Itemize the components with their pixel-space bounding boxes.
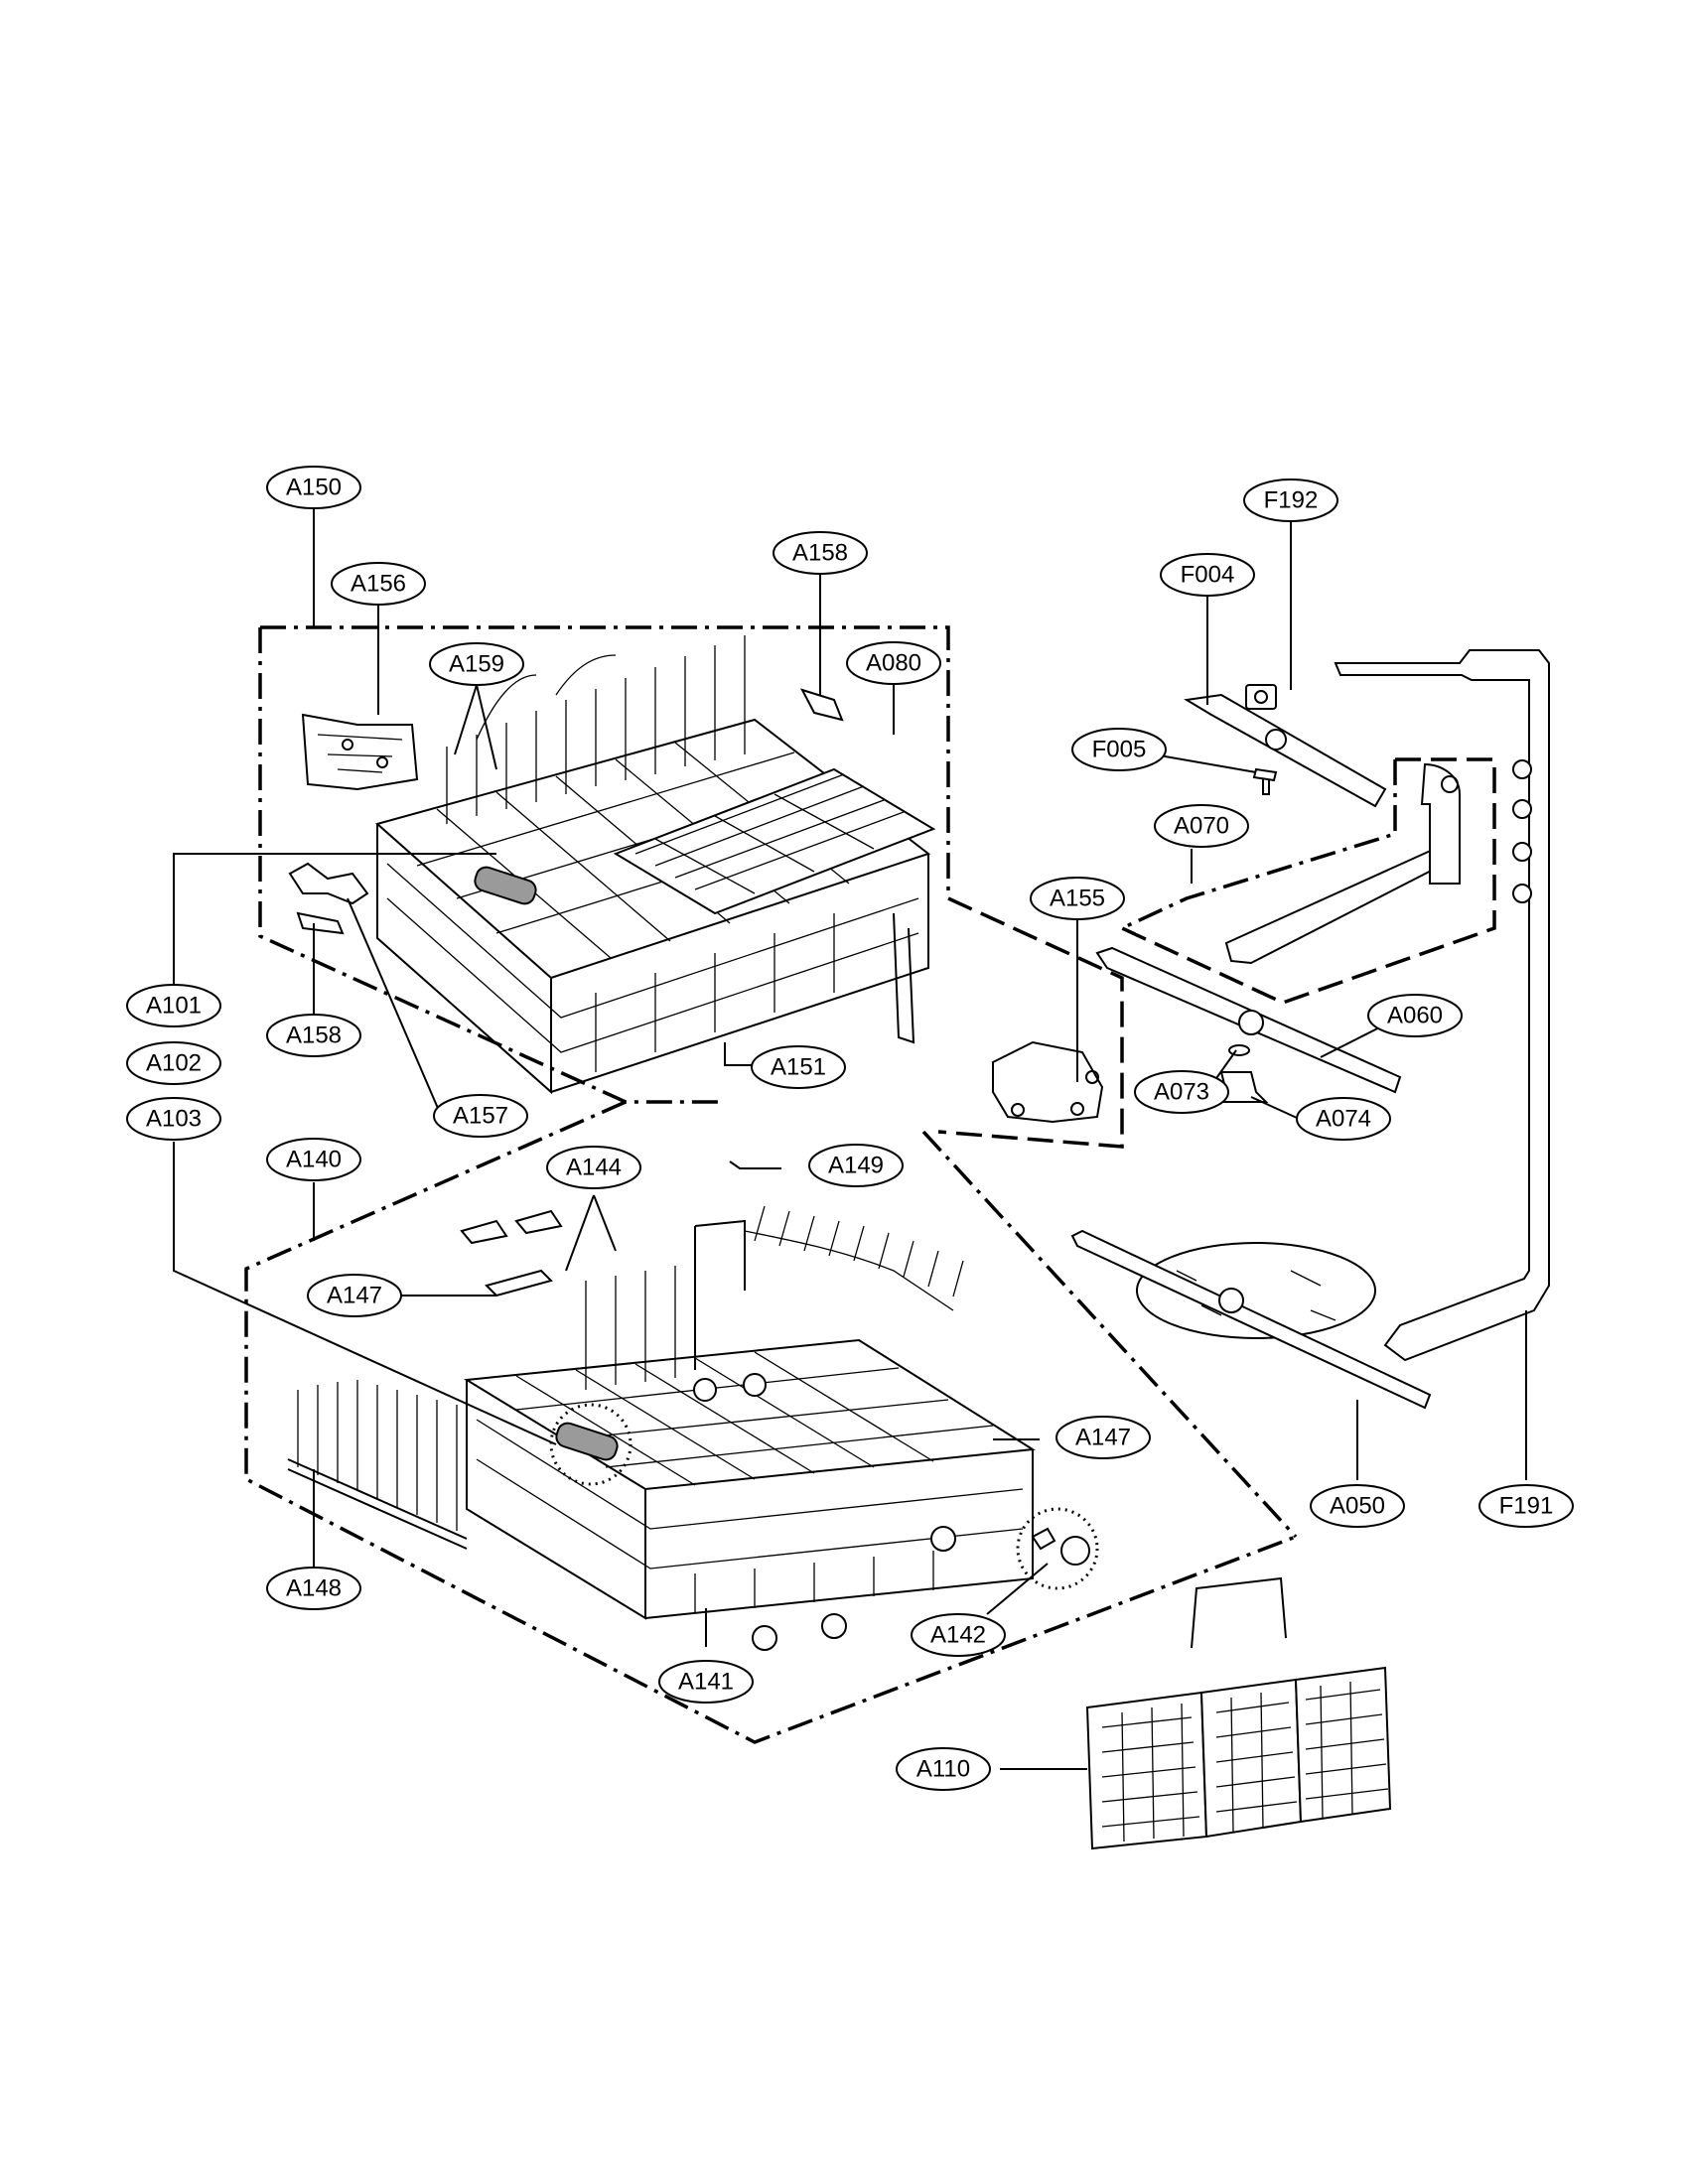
- svg-text:A080: A080: [866, 650, 921, 677]
- label-f004: F004: [1160, 553, 1255, 597]
- leader-lines: [173, 508, 1527, 1770]
- label-a060: A060: [1367, 994, 1463, 1037]
- label-a050: A050: [1310, 1484, 1405, 1528]
- svg-text:A159: A159: [449, 651, 504, 678]
- svg-text:A156: A156: [351, 571, 406, 598]
- svg-text:A149: A149: [828, 1153, 884, 1179]
- label-a073: A073: [1134, 1070, 1229, 1114]
- nozzle-f192: [1245, 684, 1277, 710]
- label-a110: A110: [896, 1747, 991, 1791]
- label-a149: A149: [808, 1144, 904, 1187]
- svg-text:A060: A060: [1387, 1003, 1443, 1029]
- upper-rack: [374, 635, 936, 1095]
- label-a080: A080: [846, 641, 941, 685]
- label-a147-left: A147: [307, 1274, 402, 1317]
- label-a101: A101: [126, 984, 221, 1027]
- svg-text:A147: A147: [327, 1283, 382, 1309]
- svg-text:A073: A073: [1154, 1079, 1209, 1106]
- wheel-a142: [1016, 1507, 1099, 1590]
- label-a157: A157: [433, 1094, 528, 1138]
- svg-text:A050: A050: [1330, 1493, 1385, 1520]
- clip-a147-left: [460, 1209, 563, 1297]
- fold-tines-a148: [287, 1380, 468, 1550]
- svg-text:A158: A158: [286, 1023, 342, 1049]
- spray-arm-holder-a070: [1224, 762, 1461, 965]
- label-a102: A102: [126, 1041, 221, 1085]
- middle-spray-arm-a060: [1095, 946, 1402, 1094]
- svg-text:A151: A151: [771, 1054, 826, 1081]
- screw-f005: [1252, 767, 1278, 795]
- svg-text:A144: A144: [566, 1155, 622, 1181]
- label-a144: A144: [546, 1146, 641, 1189]
- label-a148: A148: [266, 1567, 361, 1610]
- label-a141: A141: [658, 1660, 754, 1704]
- svg-text:A070: A070: [1174, 813, 1229, 840]
- lower-rack: [463, 1205, 1036, 1651]
- label-a142: A142: [911, 1613, 1006, 1657]
- label-a150: A150: [266, 466, 361, 509]
- lower-rack-boundary: [244, 1100, 1298, 1744]
- svg-text:F192: F192: [1264, 487, 1319, 514]
- rail-bracket-a155: [992, 1040, 1104, 1124]
- label-a140: A140: [266, 1138, 361, 1181]
- svg-text:A155: A155: [1050, 886, 1105, 912]
- svg-text:A140: A140: [286, 1147, 342, 1173]
- svg-text:F004: F004: [1181, 562, 1235, 589]
- label-a158-top: A158: [773, 531, 868, 575]
- label-a156: A156: [331, 562, 426, 606]
- svg-text:A141: A141: [678, 1669, 734, 1696]
- svg-text:A102: A102: [146, 1050, 202, 1077]
- svg-text:A148: A148: [286, 1575, 342, 1602]
- label-f192: F192: [1243, 478, 1338, 522]
- feed-pipe-f191: [1334, 649, 1550, 1362]
- rack-adjuster-a156: [301, 713, 419, 791]
- svg-text:A150: A150: [286, 475, 342, 501]
- upper-spray-arm-f004: [1184, 693, 1387, 808]
- label-f191: F191: [1478, 1484, 1574, 1528]
- svg-text:A101: A101: [146, 993, 202, 1020]
- label-a074: A074: [1296, 1097, 1391, 1141]
- gasket-a073: [1228, 1044, 1250, 1056]
- svg-text:A158: A158: [792, 540, 848, 567]
- upper-rack-boundary: [258, 625, 1124, 1149]
- label-a103: A103: [126, 1097, 221, 1141]
- lower-spray-arm-a050: [1070, 1229, 1432, 1410]
- clips-a157-a158-left: [288, 862, 369, 935]
- svg-text:A110: A110: [916, 1756, 970, 1783]
- svg-text:F191: F191: [1499, 1493, 1554, 1520]
- label-f005: F005: [1071, 728, 1167, 771]
- svg-text:A157: A157: [453, 1103, 508, 1130]
- svg-text:F005: F005: [1092, 737, 1147, 763]
- spray-arm-boundary: [1121, 757, 1496, 1005]
- label-a151: A151: [751, 1045, 846, 1089]
- svg-text:A074: A074: [1316, 1106, 1371, 1133]
- label-a158-left: A158: [266, 1014, 361, 1057]
- svg-text:A103: A103: [146, 1106, 202, 1133]
- label-a159: A159: [429, 642, 524, 686]
- label-a147-right: A147: [1055, 1416, 1151, 1459]
- label-a070: A070: [1154, 804, 1249, 848]
- svg-text:A142: A142: [930, 1622, 986, 1649]
- label-a155: A155: [1030, 877, 1125, 920]
- svg-text:A147: A147: [1075, 1425, 1131, 1451]
- clip-a158-top: [799, 688, 844, 722]
- cutlery-basket-a110: [1085, 1576, 1392, 1850]
